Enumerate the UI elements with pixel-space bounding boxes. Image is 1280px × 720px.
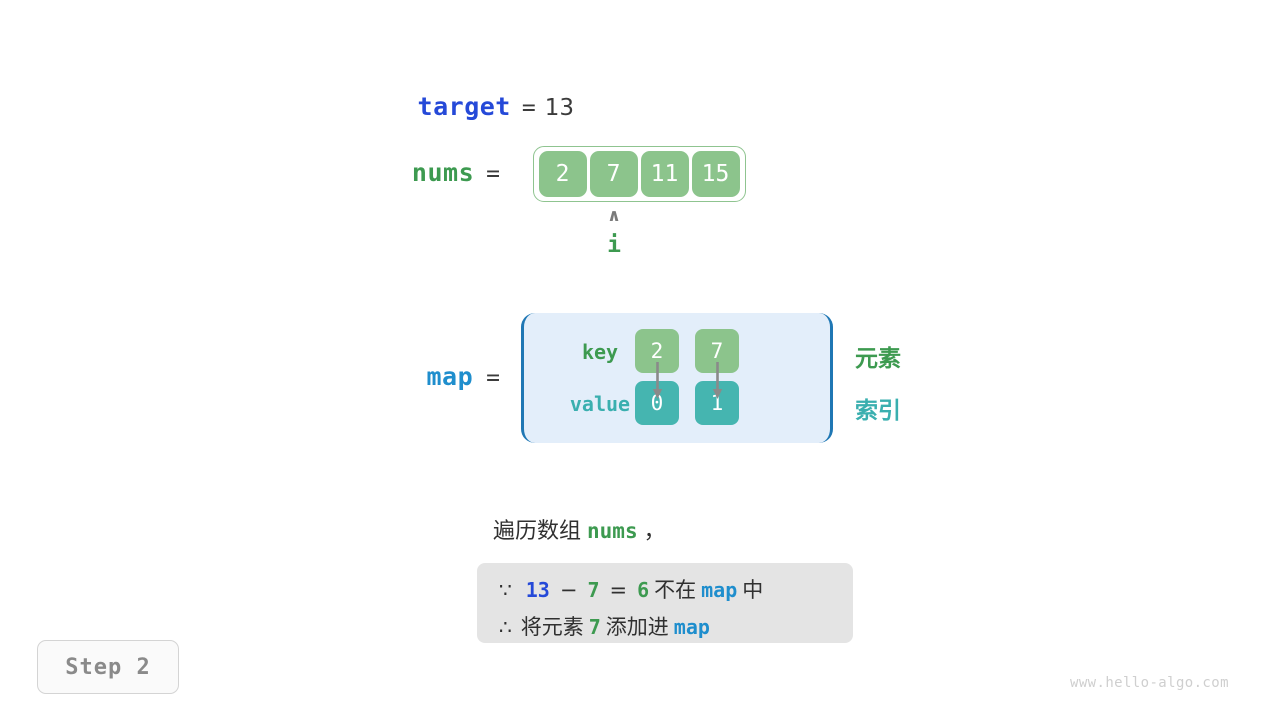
caption-keyword-nums: nums (587, 519, 638, 543)
note-line2-mid: 添加进 (605, 615, 669, 639)
map-equals-sign: = (486, 365, 500, 391)
map-value-cell-0: 0 (635, 381, 679, 425)
nums-array-frame: 2 7 11 15 (533, 146, 746, 202)
note-line1-mid: 不在 (654, 578, 697, 602)
pointer-index-label: i (607, 232, 621, 258)
nums-equals-sign: = (486, 161, 500, 187)
nums-cell-0: 2 (538, 151, 587, 197)
map-key-label: key (581, 340, 619, 364)
note-line1-tail: 中 (742, 578, 764, 602)
note-minus-sign: − (559, 578, 578, 602)
pointer-caret-icon: ∧ (607, 206, 621, 226)
note-line2-lead: 将元素 (520, 615, 584, 639)
nums-cell-2: 11 (640, 151, 689, 197)
nums-cell-3: 15 (691, 151, 740, 197)
nums-cell-1: 7 (589, 151, 638, 197)
note-value-target: 13 (525, 578, 550, 602)
map-arrow-icon-0 (652, 362, 663, 399)
note-line2-value: 7 (588, 615, 601, 639)
nums-variable-name: nums (411, 158, 475, 187)
note-value-complement: 6 (637, 578, 650, 602)
caption-suffix: ， (643, 519, 666, 544)
target-row: target = 13 (0, 92, 574, 121)
note-value-current: 7 (587, 578, 600, 602)
therefore-symbol: ∴ (499, 615, 512, 639)
map-side-label-index: 索引 (855, 398, 901, 424)
nums-label: nums = (0, 158, 500, 187)
note-line2-map: map (673, 615, 710, 639)
step-badge: Step 2 (37, 640, 179, 694)
map-side-label-element: 元素 (855, 346, 901, 372)
map-arrow-icon-1 (712, 362, 723, 399)
because-symbol: ∵ (499, 578, 512, 602)
target-variable-name: target (417, 92, 511, 121)
watermark: www.hello-algo.com (1070, 675, 1229, 691)
target-value: 13 (544, 95, 574, 121)
map-variable-name: map (426, 362, 474, 391)
map-value-label: value (569, 392, 631, 416)
target-equals-sign: = (521, 95, 536, 121)
note-line1-map: map (701, 578, 738, 602)
map-label: map = (200, 362, 500, 391)
caption-prefix: 遍历数组 (493, 519, 582, 544)
note-equals-sign: = (609, 578, 628, 602)
